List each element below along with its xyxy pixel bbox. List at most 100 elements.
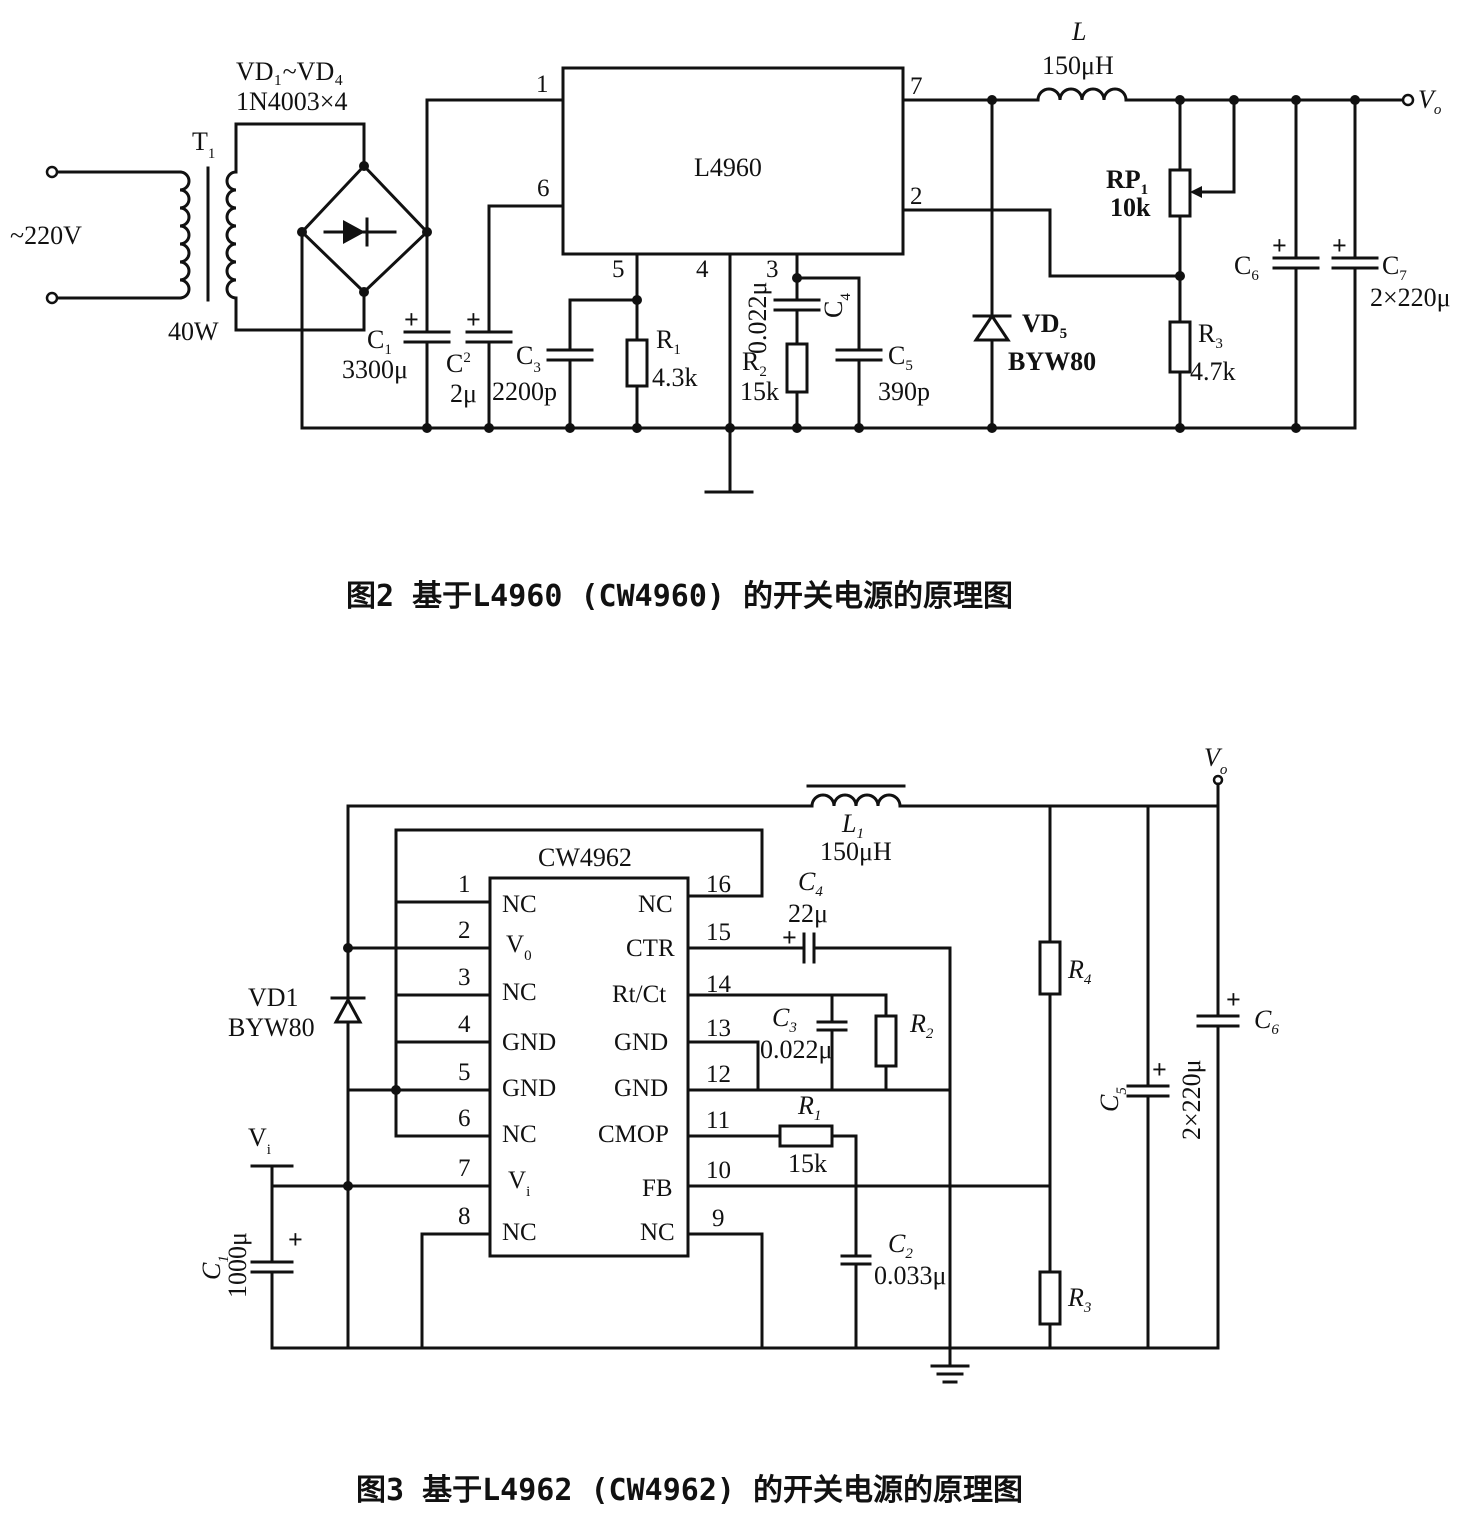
right-pin-9-num: 9: [712, 1205, 725, 1232]
f3-c5-ref: C: [1095, 1094, 1124, 1112]
right-pin-13-name: GND: [614, 1029, 668, 1056]
r2-sub: 2: [759, 364, 767, 380]
bridge-value: 1N4003×4: [236, 87, 347, 116]
r3-ref: R: [1198, 319, 1216, 348]
left-pin-6-num: 6: [458, 1105, 471, 1132]
c2-sub: 2: [463, 350, 471, 366]
rp1-ref: RP: [1106, 165, 1141, 194]
f3-r2-sub: 2: [926, 1026, 934, 1042]
ic-cw4962-name: CW4962: [538, 843, 632, 872]
r3-sub: 3: [1215, 336, 1223, 352]
c5-sub: 5: [905, 358, 913, 374]
f3-c1-ref: C: [197, 1262, 226, 1280]
l1-sub: 1: [856, 826, 864, 842]
f3-c1-value: 1000μ: [223, 1232, 252, 1298]
c6-sub: 6: [1251, 268, 1259, 284]
c1-value: 3300μ: [342, 355, 408, 384]
c3-r2-network: C3 0.022μ R2: [760, 993, 934, 1092]
figure-2-caption: 图2 基于L4960 (CW4960) 的开关电源的原理图: [346, 579, 1013, 614]
r3-value: 4.7k: [1190, 357, 1236, 386]
output-inductor-l: 7 L 150μH Vo: [901, 17, 1442, 118]
figure-3: CW4962 1 2 3 4 5 6 7 8 NC V0 NC GND GND …: [197, 743, 1279, 1508]
l-ref: L: [1071, 17, 1086, 46]
left-pin-2-num: 2: [458, 917, 471, 944]
pin-2-label: 2: [910, 183, 923, 210]
left-pin-4-name: GND: [502, 1029, 556, 1056]
f3-c4-value: 22μ: [788, 899, 828, 928]
svg-text:Vi: Vi: [248, 1123, 271, 1158]
pin-6-label: 6: [537, 175, 550, 202]
svg-text:RP1: RP1: [1106, 165, 1148, 198]
svg-text:R3: R3: [1198, 319, 1223, 352]
vi-sub: i: [267, 1142, 271, 1158]
svg-text:C5: C5: [1095, 1087, 1130, 1112]
transformer-t1: T1 40W: [168, 127, 238, 346]
f3-c3-ref: C: [772, 1003, 790, 1032]
input-terminals: ~220V: [10, 165, 182, 305]
right-pin-12-num: 12: [706, 1061, 731, 1088]
c4-ref: C: [819, 301, 848, 318]
left-pin-7-name: V: [508, 1167, 526, 1194]
rp1-sub: 1: [1141, 182, 1149, 198]
diode-vd5: VD5 BYW80: [972, 98, 1096, 433]
f3-r1-ref: R: [797, 1091, 814, 1120]
right-pin-11-name: CMOP: [598, 1121, 669, 1148]
c5-value: 390p: [878, 377, 930, 406]
svg-text:R3: R3: [1067, 1283, 1091, 1316]
svg-text:C4: C4: [798, 867, 823, 900]
input-c1: + Vi C1 1000μ: [197, 1123, 303, 1350]
right-pin-14-num: 14: [706, 971, 732, 998]
svg-text:T1: T1: [192, 127, 215, 162]
r2-ref: R: [742, 347, 760, 376]
right-pin-13-num: 13: [706, 1015, 731, 1042]
c4-sub: 4: [838, 293, 854, 301]
f3-c3-value: 0.022μ: [760, 1035, 832, 1064]
output-capacitors: + + C6 C7 2×220μ: [1234, 98, 1451, 433]
svg-text:C2: C2: [446, 349, 471, 378]
left-pin-4-num: 4: [458, 1011, 471, 1038]
t1-ref: T: [192, 127, 208, 156]
left-pin-8-num: 8: [458, 1203, 471, 1230]
t1-power: 40W: [168, 317, 219, 346]
f3-r1-value: 15k: [788, 1149, 827, 1178]
f3-c6-sub: 6: [1271, 1022, 1279, 1038]
svg-text:C6: C6: [1254, 1005, 1279, 1038]
f3-c4-ref: C: [798, 867, 816, 896]
r1-sub: 1: [673, 342, 681, 358]
vd5-sub: 5: [1060, 326, 1068, 342]
vo-ref: V: [1418, 85, 1437, 114]
left-pin-3-name: NC: [502, 979, 537, 1006]
c3-ref: C: [516, 341, 533, 370]
pin5-network: 5 C3 2200p R1 4.3k: [492, 252, 698, 433]
feedback-divider: RP1 10k R3 4.7k: [1106, 98, 1236, 433]
ic-cw4962: CW4962: [488, 843, 690, 1258]
f3-c5-sub: 5: [1114, 1087, 1130, 1095]
svg-text:L1: L1: [841, 809, 864, 842]
left-pin-1-name: NC: [502, 891, 537, 918]
left-pin-6-name: NC: [502, 1121, 537, 1148]
r1-c2-network: R1 15k C2 0.033μ: [778, 1091, 946, 1350]
c1-ref: C: [367, 325, 384, 354]
right-pins: 16 15 14 13 12 11 10 9 NC CTR Rt/Ct GND …: [598, 871, 1052, 1350]
f3-r3-sub: 3: [1083, 1300, 1092, 1316]
svg-text:VD5: VD5: [1022, 309, 1067, 342]
ic-l4960-name: L4960: [694, 153, 762, 182]
pin4-ground: 4: [696, 252, 754, 494]
f3-c6-value: 2×220μ: [1177, 1059, 1206, 1140]
c7-value: 2×220μ: [1370, 283, 1451, 312]
svg-text:C5: C5: [888, 341, 913, 374]
f3-r3-ref: R: [1067, 1283, 1084, 1312]
svg-text:C6: C6: [1234, 251, 1259, 284]
r2-value: 15k: [740, 377, 779, 406]
r1-value: 4.3k: [652, 363, 698, 392]
f3-vo-ref: V: [1204, 743, 1223, 772]
right-pin-9-name: NC: [640, 1219, 675, 1246]
svg-text:+: +: [1226, 985, 1241, 1014]
f3-c2-sub: 2: [905, 1246, 913, 1262]
c7-sub: 7: [1399, 268, 1407, 284]
bridge-rectifier: VD₁~VD₄ 1N4003×4: [236, 57, 432, 297]
c1-sub: 1: [384, 342, 392, 358]
f3-c2-value: 0.033μ: [874, 1261, 946, 1290]
r1-ref: R: [656, 325, 674, 354]
vi-ref: V: [248, 1123, 267, 1152]
